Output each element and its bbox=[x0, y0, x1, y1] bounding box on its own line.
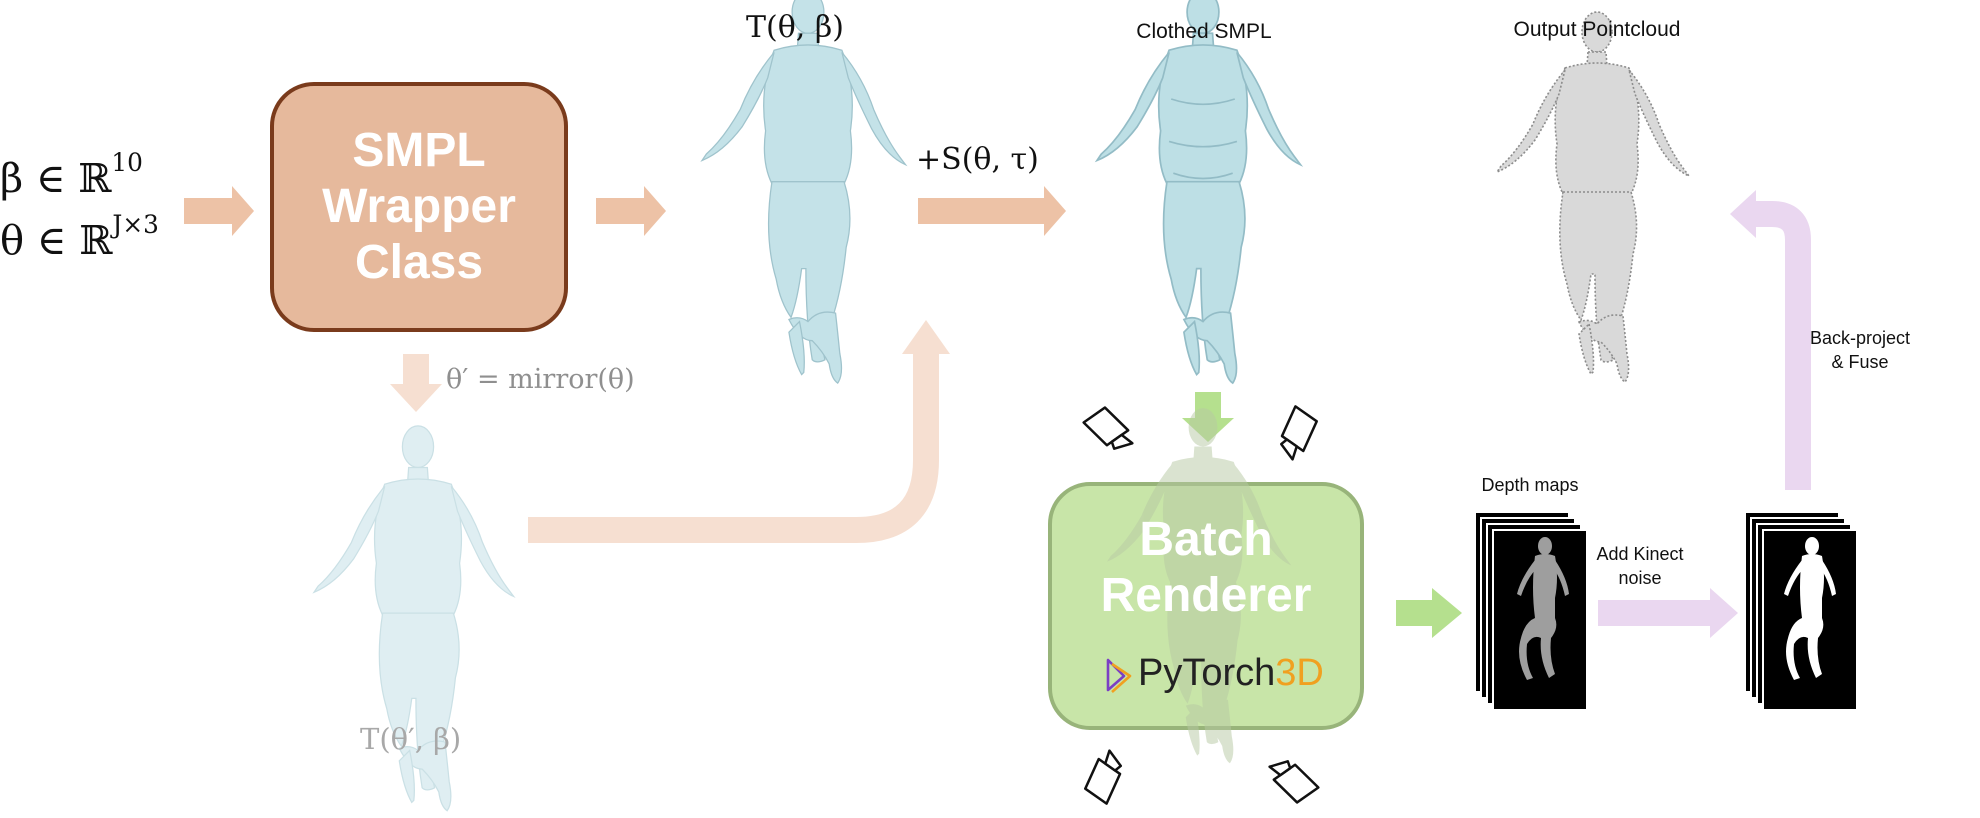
depth-map-stack-icon bbox=[1474, 511, 1588, 711]
t-theta-prime-beta-label: T(θ′, β) bbox=[360, 722, 462, 756]
renderer-box-line2: Renderer bbox=[1100, 569, 1312, 622]
clothed-smpl-label: Clothed SMPL bbox=[1136, 20, 1272, 43]
smpl-wrapper-box: SMPL Wrapper Class bbox=[270, 82, 568, 332]
plus-s-theta-tau-label: +S(θ, τ) bbox=[916, 142, 1039, 177]
arrow-renderer-to-depth bbox=[1396, 588, 1462, 638]
pointcloud-icon bbox=[1496, 11, 1690, 383]
output-pointcloud-label: Output Pointcloud bbox=[1513, 18, 1681, 41]
t-theta-beta-label: T(θ, β) bbox=[746, 10, 844, 45]
smpl-box-line2: Wrapper bbox=[322, 180, 516, 233]
renderer-box-line1: Batch bbox=[1139, 513, 1273, 566]
arrow-input-to-smpl bbox=[184, 186, 254, 236]
silhouette-stack-icon bbox=[1744, 511, 1858, 711]
arrow-back-project bbox=[1730, 190, 1811, 490]
smpl-box-line1: SMPL bbox=[352, 124, 486, 177]
theta-input-label: θ ∈ ℝJ×3 bbox=[0, 209, 159, 264]
renderer-box-title: Batch Renderer bbox=[1054, 512, 1358, 624]
depth-maps-label: Depth maps bbox=[1481, 475, 1579, 495]
beta-input-label: β ∈ ℝ10 bbox=[0, 147, 143, 202]
camera-icon bbox=[1265, 749, 1320, 808]
smpl-box-line3: Class bbox=[354, 236, 484, 289]
pytorch3d-logo-icon bbox=[1106, 658, 1132, 693]
human-mesh-icon bbox=[701, 0, 907, 384]
clothed-human-mesh-icon bbox=[1096, 0, 1302, 384]
arrow-add-noise bbox=[1598, 588, 1738, 638]
mirror-label: θ′ = mirror(θ) bbox=[446, 364, 635, 395]
pytorch3d-logo-text: PyTorch3D bbox=[1138, 652, 1324, 694]
camera-icon bbox=[1268, 405, 1323, 463]
add-kinect-noise-label: Add Kinect noise bbox=[1596, 544, 1684, 588]
camera-icon bbox=[1082, 402, 1137, 461]
arrow-mirror-down bbox=[390, 354, 442, 412]
arrow-mirror-merge bbox=[528, 320, 950, 543]
arrow-smpl-to-mesh bbox=[596, 186, 666, 236]
camera-icon bbox=[1079, 747, 1134, 805]
back-project-fuse-label: Back-project & Fuse bbox=[1809, 328, 1911, 372]
arrow-mesh-to-clothed bbox=[918, 186, 1066, 236]
